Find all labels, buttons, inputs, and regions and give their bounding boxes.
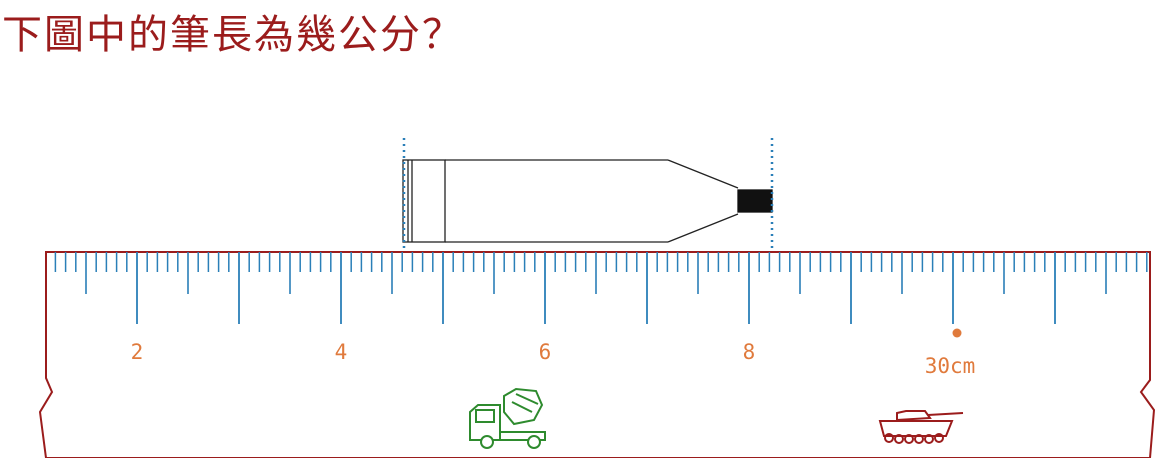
ruler-body [38,251,1156,458]
ruler-end-label: 30cm [925,354,976,378]
pencil-tip [737,189,773,213]
pencil [402,159,773,243]
tick-label-8: 8 [743,340,756,364]
ruler-ticks [54,252,1148,324]
tick-label-2: 2 [131,340,144,364]
tank-icon [878,410,964,444]
ruler-labels: 2 4 6 8 30cm [131,328,976,378]
tick-label-6: 6 [539,340,552,364]
question-title: 下圖中的筆長為幾公分？ [2,12,464,58]
cement-mixer-truck-icon [469,387,546,449]
tick-label-4: 4 [335,340,348,364]
end-marker-dot [952,328,962,338]
